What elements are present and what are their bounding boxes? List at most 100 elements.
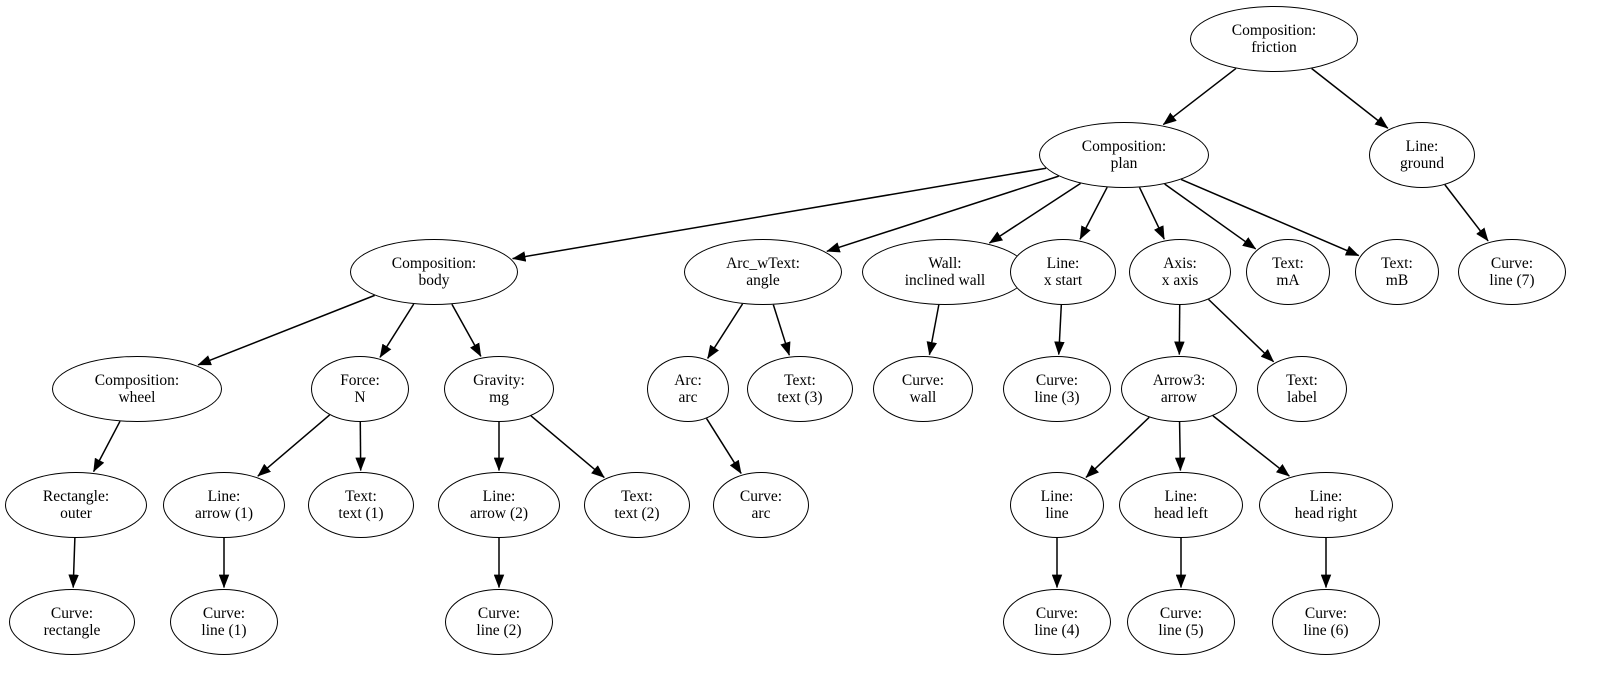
node-label-type: Curve: <box>901 371 945 389</box>
graph-node-rectangle[interactable]: Curve:rectangle <box>9 589 135 655</box>
graph-edge-plan-to-xaxis <box>1138 187 1165 240</box>
node-label-name: line (6) <box>1303 622 1349 639</box>
graph-node-text2[interactable]: Text:text (2) <box>584 472 690 538</box>
node-label-type: Line: <box>1405 137 1439 155</box>
node-label-name: mg <box>489 389 509 406</box>
graph-node-line1[interactable]: Curve:line (1) <box>170 589 278 655</box>
node-label-type: Curve: <box>50 604 94 622</box>
graph-edge-arrow3-to-headright <box>1212 415 1290 477</box>
node-label-type: Text: <box>1272 254 1304 272</box>
graph-node-body[interactable]: Composition:body <box>350 239 518 305</box>
graph-node-text3[interactable]: Text:text (3) <box>747 356 853 422</box>
graph-edge-friction-to-plan <box>1162 67 1237 126</box>
node-label-name: angle <box>746 272 780 289</box>
node-label-name: x axis <box>1161 272 1199 289</box>
node-label-type: Composition: <box>391 254 477 272</box>
node-label-name: label <box>1286 389 1318 406</box>
node-label-name: N <box>354 389 366 406</box>
node-label-type: Text: <box>345 487 377 505</box>
node-label-name: text (2) <box>614 505 660 522</box>
graph-node-line7[interactable]: Curve:line (7) <box>1458 239 1566 305</box>
graph-node-xstart[interactable]: Line:x start <box>1010 239 1116 305</box>
node-label-name: arc <box>678 389 698 406</box>
node-label-type: Line: <box>1164 487 1198 505</box>
graph-node-wheel[interactable]: Composition:wheel <box>52 356 222 422</box>
graph-node-mA[interactable]: Text:mA <box>1246 239 1330 305</box>
node-label-type: Curve: <box>1035 604 1079 622</box>
graph-node-headleft[interactable]: Line:head left <box>1119 472 1243 538</box>
graph-node-text1[interactable]: Text:text (1) <box>308 472 414 538</box>
graph-node-forceN[interactable]: Force:N <box>311 356 409 422</box>
graph-edge-angle-to-text3 <box>772 304 791 356</box>
graph-edge-ground-to-line7 <box>1444 184 1489 242</box>
graph-node-line2[interactable]: Curve:line (2) <box>445 589 553 655</box>
graph-node-ground[interactable]: Line:ground <box>1369 122 1475 188</box>
node-label-type: Curve: <box>1035 371 1079 389</box>
graph-edge-friction-to-ground <box>1311 67 1389 129</box>
graph-node-mB[interactable]: Text:mB <box>1355 239 1439 305</box>
graph-node-line6[interactable]: Curve:line (6) <box>1272 589 1380 655</box>
graph-node-xaxis[interactable]: Axis:x axis <box>1129 239 1231 305</box>
node-label-type: Arc_wText: <box>726 254 800 272</box>
graph-edge-wheel-to-outer <box>92 420 121 473</box>
graph-node-angle[interactable]: Arc_wText:angle <box>684 239 842 305</box>
node-label-type: Force: <box>340 371 380 389</box>
graph-node-arc[interactable]: Arc:arc <box>647 356 729 422</box>
node-label-name: arrow (2) <box>469 505 529 522</box>
node-label-type: Text: <box>621 487 653 505</box>
graph-node-headright[interactable]: Line:head right <box>1259 472 1393 538</box>
graph-edge-plan-to-xstart <box>1079 186 1108 240</box>
node-label-type: Text: <box>1286 371 1318 389</box>
graph-node-line5[interactable]: Curve:line (5) <box>1127 589 1235 655</box>
node-label-name: line (3) <box>1034 389 1080 406</box>
node-label-name: line <box>1045 505 1069 522</box>
node-label-type: Text: <box>784 371 816 389</box>
node-label-name: inclined wall <box>904 272 986 289</box>
graph-node-label[interactable]: Text:label <box>1257 356 1347 422</box>
node-label-type: Wall: <box>928 254 962 272</box>
node-label-type: Composition: <box>1231 21 1317 39</box>
node-label-type: Curve: <box>1490 254 1534 272</box>
graph-edge-arrow3-to-lineline <box>1085 416 1150 478</box>
graph-node-arrow1[interactable]: Line:arrow (1) <box>163 472 285 538</box>
graph-node-gravitymg[interactable]: Gravity:mg <box>444 356 554 422</box>
node-label-name: line (2) <box>476 622 522 639</box>
node-label-type: Gravity: <box>473 371 525 389</box>
graph-edge-forceN-to-arrow1 <box>257 414 331 477</box>
node-label-type: Line: <box>482 487 516 505</box>
graph-node-plan[interactable]: Composition:plan <box>1039 122 1209 188</box>
graph-edge-angle-to-arc <box>706 303 744 359</box>
node-label-name: mB <box>1385 272 1409 289</box>
node-label-name: line (1) <box>201 622 247 639</box>
node-label-name: wheel <box>118 389 156 406</box>
graph-edge-plan-to-inclinedwall <box>988 182 1082 244</box>
node-label-name: rectangle <box>43 622 101 639</box>
node-label-type: Curve: <box>1304 604 1348 622</box>
node-label-name: line (7) <box>1489 272 1535 289</box>
graph-node-lineline[interactable]: Line:line <box>1010 472 1104 538</box>
graph-node-arrow2[interactable]: Line:arrow (2) <box>438 472 560 538</box>
node-label-name: text (3) <box>777 389 823 406</box>
node-label-type: Line: <box>1309 487 1343 505</box>
node-label-name: body <box>418 272 450 289</box>
graph-edge-arrow3-to-headleft <box>1174 421 1186 472</box>
node-label-name: arrow <box>1160 389 1198 406</box>
graph-node-line4[interactable]: Curve:line (4) <box>1003 589 1111 655</box>
graph-node-curvearc[interactable]: Curve:arc <box>713 472 809 538</box>
graph-node-friction[interactable]: Composition:friction <box>1190 6 1358 72</box>
graph-node-outer[interactable]: Rectangle:outer <box>5 472 147 538</box>
node-label-name: arc <box>751 505 771 522</box>
node-label-name: head right <box>1294 505 1358 522</box>
graph-edge-body-to-gravitymg <box>451 303 482 357</box>
graph-node-arrow3[interactable]: Arrow3:arrow <box>1121 356 1237 422</box>
node-label-type: Line: <box>207 487 241 505</box>
node-label-type: Curve: <box>1159 604 1203 622</box>
graph-node-inclinedwall[interactable]: Wall:inclined wall <box>862 239 1028 305</box>
graph-node-curvewall[interactable]: Curve:wall <box>873 356 973 422</box>
node-label-type: Axis: <box>1163 254 1197 272</box>
graph-node-line3[interactable]: Curve:line (3) <box>1003 356 1111 422</box>
node-label-name: mA <box>1276 272 1300 289</box>
node-label-name: line (4) <box>1034 622 1080 639</box>
node-label-name: friction <box>1251 39 1297 56</box>
